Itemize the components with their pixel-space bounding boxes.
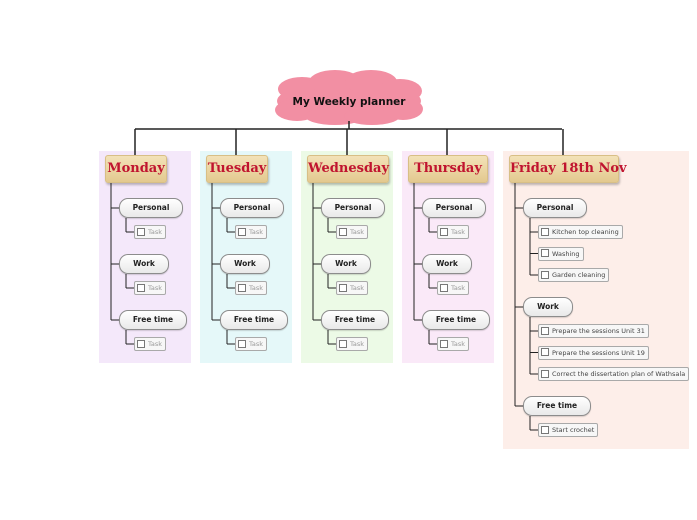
category-free-time-monday[interactable]: Free time — [119, 310, 187, 330]
checkbox-icon[interactable] — [541, 249, 549, 257]
checkbox-icon[interactable] — [541, 270, 549, 279]
task-item[interactable]: Kitchen top cleaning — [538, 225, 623, 239]
title-cloud — [275, 70, 423, 125]
column-backgrounds — [99, 151, 689, 449]
task-label: Task — [350, 284, 365, 292]
task-label: Task — [249, 284, 264, 292]
checkbox-icon[interactable] — [339, 227, 347, 236]
day-node-tuesday[interactable]: Tuesday — [206, 155, 268, 183]
checkbox-icon[interactable] — [541, 369, 549, 378]
checkbox-icon[interactable] — [137, 227, 145, 236]
checkbox-icon[interactable] — [440, 227, 448, 236]
task-item[interactable]: Task — [336, 337, 369, 351]
checkbox-icon[interactable] — [541, 326, 549, 335]
day-node-wednesday[interactable]: Wednesday — [307, 155, 389, 183]
task-label: Task — [148, 284, 163, 292]
task-item[interactable]: Task — [437, 281, 470, 295]
category-free-time-wednesday[interactable]: Free time — [321, 310, 389, 330]
category-personal-friday-18th-nov[interactable]: Personal — [523, 198, 587, 218]
task-item[interactable]: Prepare the sessions Unit 19 — [538, 345, 649, 360]
category-work-thursday[interactable]: Work — [422, 254, 472, 274]
checkbox-icon[interactable] — [541, 227, 549, 236]
task-label: Start crochet — [552, 426, 595, 434]
checkbox-icon[interactable] — [541, 425, 549, 434]
category-personal-wednesday[interactable]: Personal — [321, 198, 385, 218]
task-label: Task — [249, 228, 264, 236]
task-label: Task — [148, 228, 163, 236]
category-free-time-tuesday[interactable]: Free time — [220, 310, 288, 330]
task-label: Kitchen top cleaning — [552, 228, 619, 236]
category-work-tuesday[interactable]: Work — [220, 254, 270, 274]
task-label: Task — [451, 228, 466, 236]
task-label: Task — [350, 340, 365, 348]
task-item[interactable]: Correct the dissertation plan of Wathsal… — [538, 367, 690, 381]
category-free-time-thursday[interactable]: Free time — [422, 310, 490, 330]
task-label: Task — [451, 340, 466, 348]
day-node-friday-18th-nov[interactable]: Friday 18th Nov — [509, 155, 627, 183]
task-item[interactable]: Task — [235, 281, 268, 295]
task-item[interactable]: Task — [134, 225, 167, 239]
task-item[interactable]: Task — [336, 281, 369, 295]
task-item[interactable]: Task — [437, 225, 470, 239]
task-item[interactable]: Washing — [538, 246, 584, 261]
checkbox-icon[interactable] — [137, 283, 145, 292]
task-label: Prepare the sessions Unit 19 — [552, 348, 645, 357]
task-item[interactable]: Garden cleaning — [538, 268, 610, 282]
task-label: Task — [249, 340, 264, 348]
task-label: Task — [350, 228, 365, 236]
category-personal-monday[interactable]: Personal — [119, 198, 183, 218]
task-item[interactable]: Task — [235, 337, 268, 351]
task-label: Prepare the sessions Unit 31 — [552, 327, 645, 335]
checkbox-icon[interactable] — [137, 339, 145, 348]
planner-title: My Weekly planner — [292, 96, 406, 108]
checkbox-icon[interactable] — [238, 283, 246, 292]
category-work-wednesday[interactable]: Work — [321, 254, 371, 274]
task-item[interactable]: Task — [437, 337, 470, 351]
task-item[interactable]: Task — [235, 225, 268, 239]
task-label: Garden cleaning — [552, 271, 606, 279]
task-label: Correct the dissertation plan of Wathsal… — [552, 370, 686, 378]
checkbox-icon[interactable] — [238, 339, 246, 348]
task-item[interactable]: Prepare the sessions Unit 31 — [538, 324, 649, 338]
checkbox-icon[interactable] — [238, 227, 246, 236]
category-work-friday-18th-nov[interactable]: Work — [523, 297, 573, 317]
checkbox-icon[interactable] — [440, 283, 448, 292]
day-node-thursday[interactable]: Thursday — [408, 155, 488, 183]
task-label: Task — [451, 284, 466, 292]
category-free-time-friday-18th-nov[interactable]: Free time — [523, 396, 591, 416]
task-label: Task — [148, 340, 163, 348]
task-item[interactable]: Task — [134, 281, 167, 295]
checkbox-icon[interactable] — [339, 339, 347, 348]
category-work-monday[interactable]: Work — [119, 254, 169, 274]
connector-lines — [110, 121, 564, 431]
task-item[interactable]: Task — [336, 225, 369, 239]
task-item[interactable]: Task — [134, 337, 167, 351]
category-personal-tuesday[interactable]: Personal — [220, 198, 284, 218]
day-node-monday[interactable]: Monday — [105, 155, 167, 183]
category-personal-thursday[interactable]: Personal — [422, 198, 486, 218]
task-label: Washing — [552, 249, 580, 258]
task-item[interactable]: Start crochet — [538, 423, 599, 437]
checkbox-icon[interactable] — [339, 283, 347, 292]
checkbox-icon[interactable] — [440, 339, 448, 348]
checkbox-icon[interactable] — [541, 348, 549, 356]
